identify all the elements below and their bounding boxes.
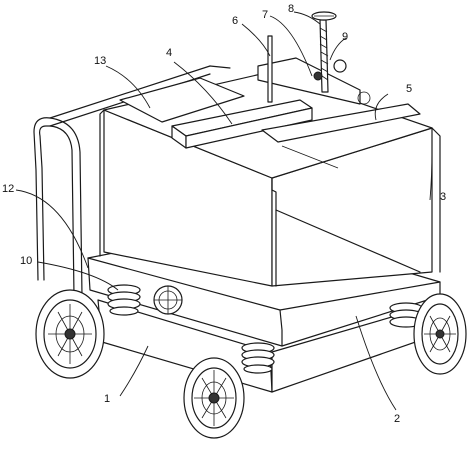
sliding-lids (171, 99, 421, 169)
lead-screw-assembly (311, 11, 347, 93)
part-labels: 1 2 3 4 5 6 7 8 9 10 12 13 (2, 3, 446, 425)
top-crossbar (257, 57, 371, 105)
leader-lines (15, 11, 433, 411)
label-part-7: 7 (262, 9, 268, 21)
label-part-2: 2 (394, 413, 400, 425)
label-part-9: 9 (342, 31, 348, 43)
spring-rear-right (389, 302, 423, 328)
vertical-rod (267, 35, 273, 103)
label-part-10: 10 (20, 255, 32, 267)
spring-front-left (107, 284, 141, 316)
label-part-3: 3 (440, 191, 446, 203)
label-part-8: 8 (288, 3, 294, 15)
wheel-front-left (35, 289, 105, 379)
rear-panel (119, 77, 245, 123)
label-part-6: 6 (232, 15, 238, 27)
adjuster-knob (153, 285, 183, 315)
label-part-13: 13 (94, 55, 106, 67)
label-part-12: 12 (2, 183, 14, 195)
label-part-1: 1 (104, 393, 110, 405)
label-part-5: 5 (406, 83, 412, 95)
wheel-front-right (183, 357, 245, 439)
wheel-rear-right (413, 293, 467, 375)
spring-shock-absorbers (107, 284, 423, 374)
label-part-4: 4 (166, 47, 172, 59)
spring-front-right (241, 342, 275, 374)
